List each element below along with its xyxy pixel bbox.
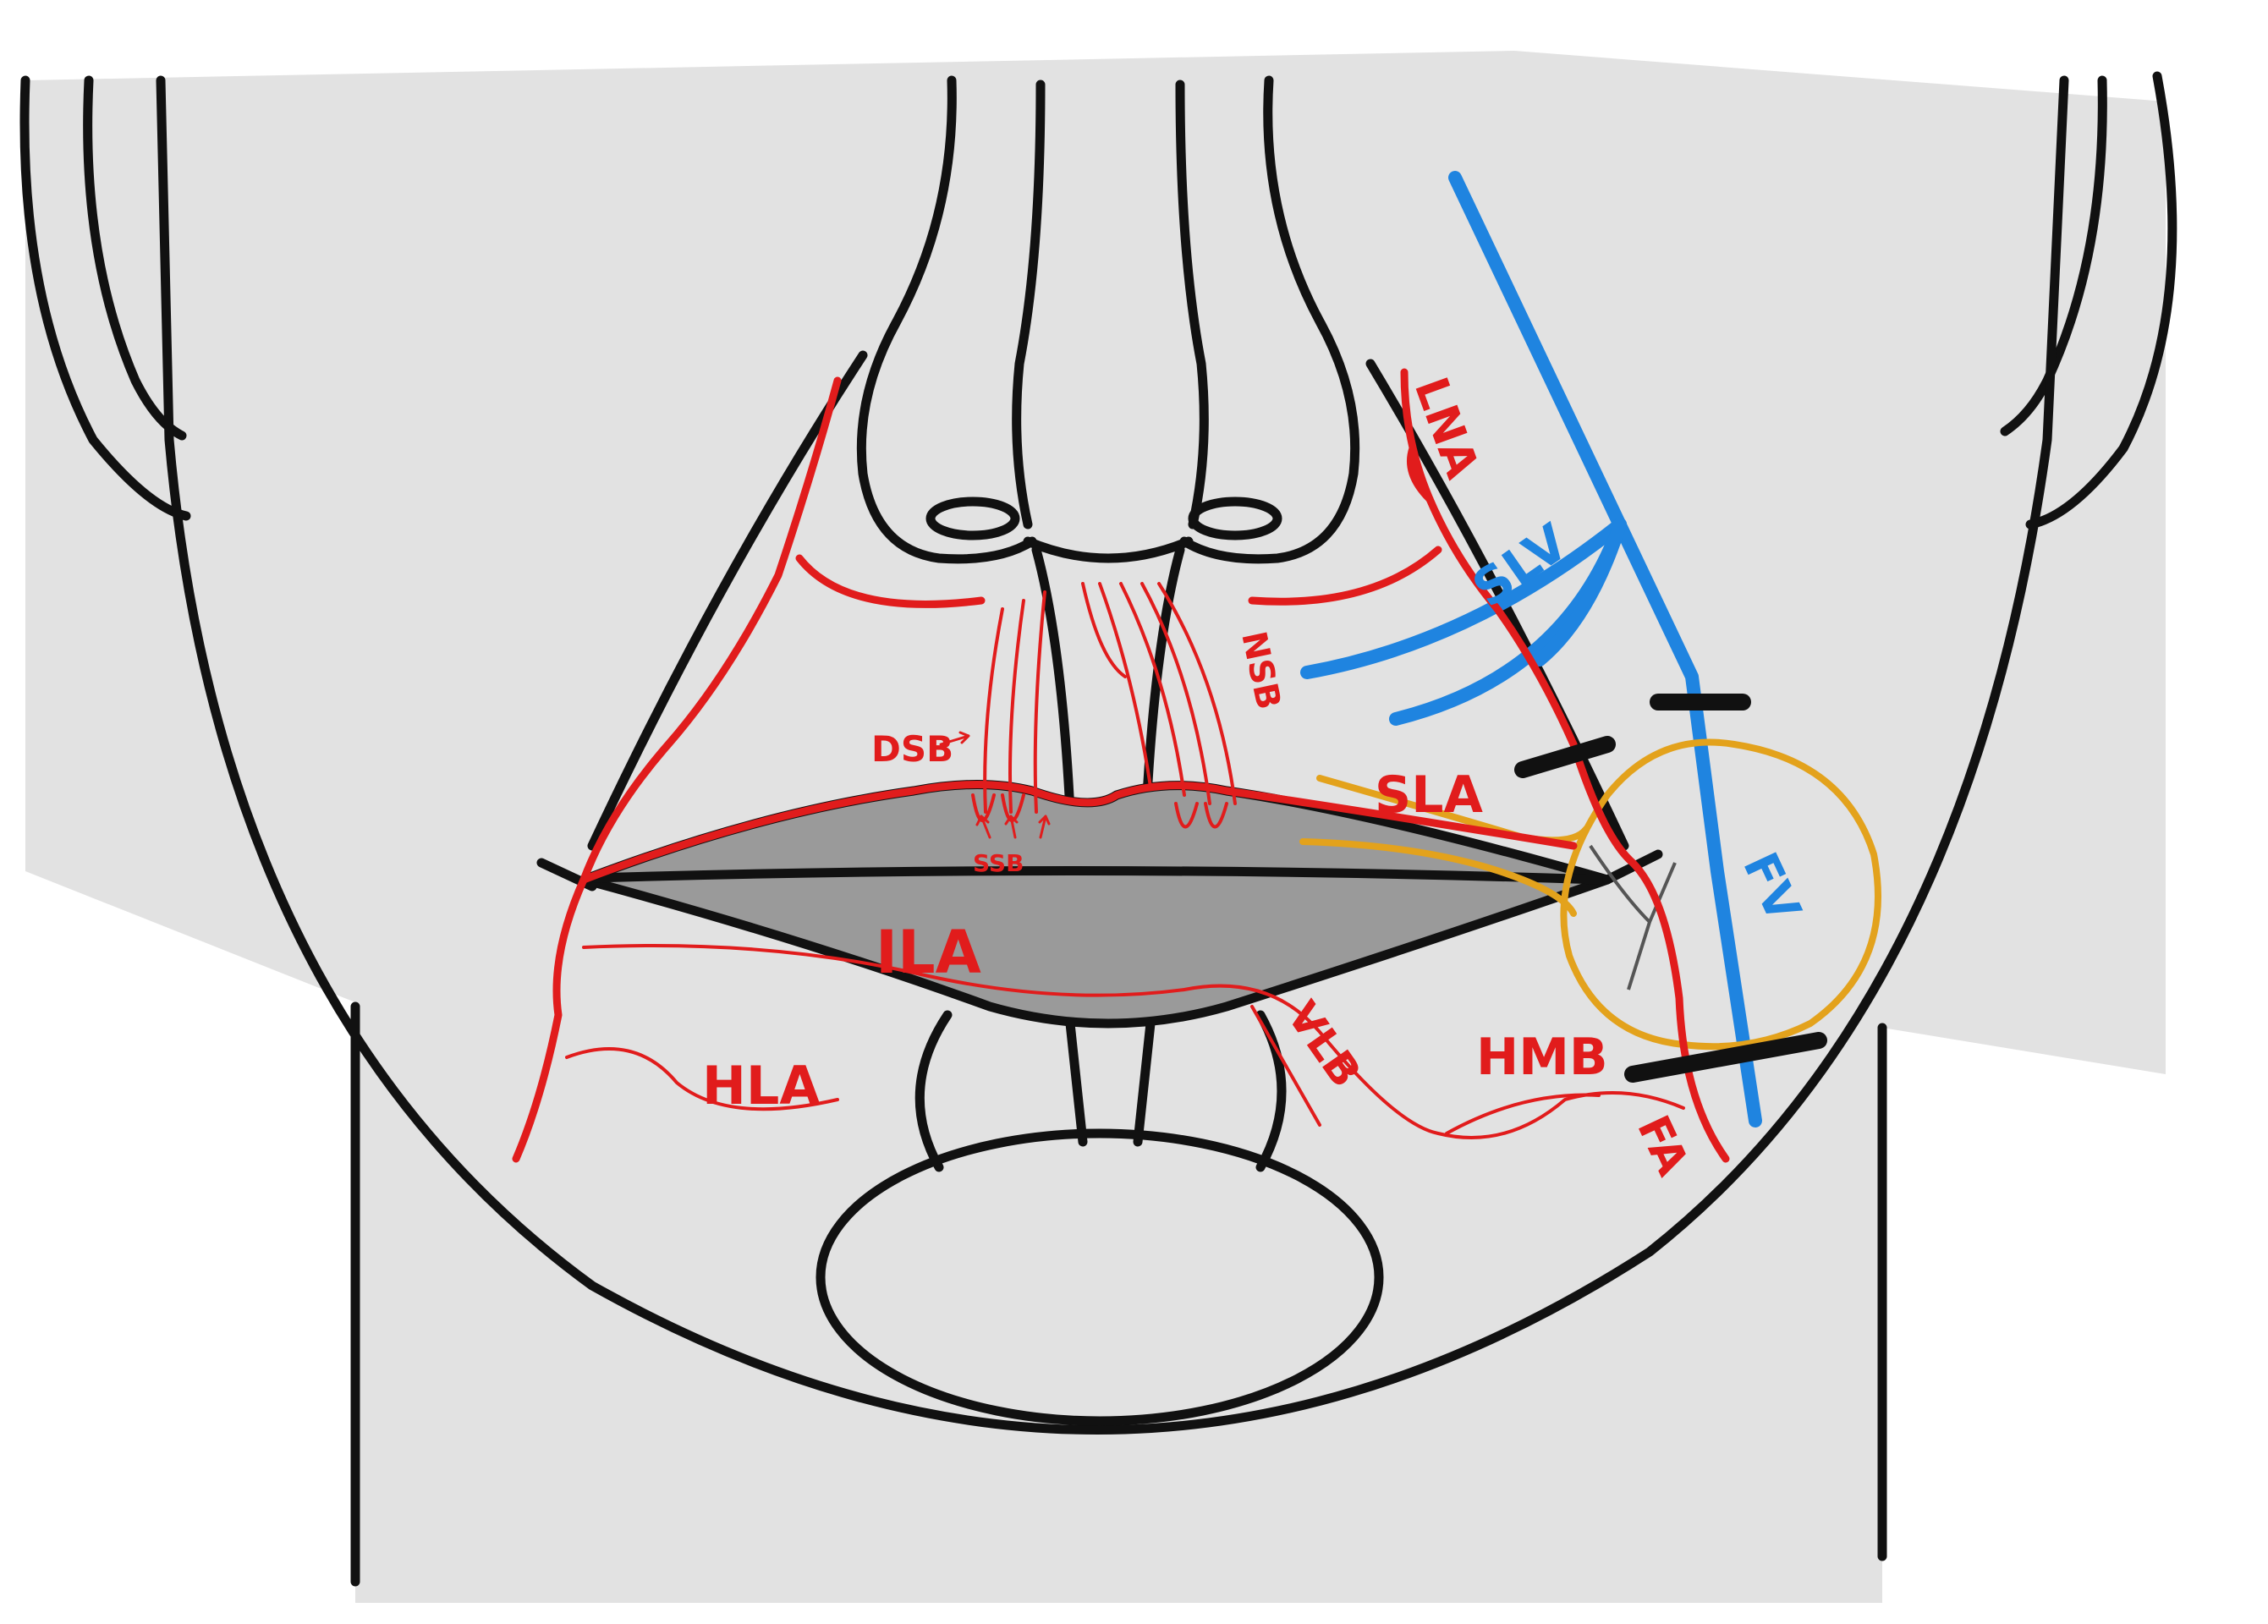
lateral-nasal-artery — [1407, 444, 1434, 503]
superior-labial-vein-branch-3 — [1533, 518, 1627, 667]
nose — [587, 75, 1629, 851]
right-ear-outline — [19, 75, 191, 521]
nose-inner-right — [1012, 80, 1046, 529]
vertical-labial-branch — [1250, 1005, 1321, 1127]
chin-inner-left — [1133, 1018, 1156, 1147]
label-sla: SLA — [1375, 765, 1483, 825]
nose-inner-left — [1175, 80, 1209, 529]
arteries — [512, 368, 1730, 1163]
arrow-icon — [939, 731, 970, 746]
arrow-icon — [1038, 815, 1051, 839]
label-dsb: DSB — [871, 728, 953, 770]
ligature-marks — [1514, 694, 1827, 1083]
label-ila: ILA — [876, 918, 981, 987]
gland-duct-lower — [1299, 838, 1577, 917]
horizontal-mental-branch — [1445, 1093, 1601, 1135]
nasal-septal-branches — [983, 582, 1237, 814]
jaw-outline — [156, 75, 2069, 1435]
superior-labial-artery — [579, 781, 1578, 884]
label-hmb: HMB — [1476, 1028, 1608, 1087]
nasolabial-fold-right — [587, 350, 868, 851]
angular-artery-right — [512, 376, 842, 1163]
left-ear-inner — [2000, 75, 2107, 436]
inferior-labial-artery — [582, 944, 1685, 1139]
ligature-mark-2 — [1514, 736, 1616, 778]
ears — [19, 71, 2177, 529]
columella-right — [1031, 545, 1075, 817]
lateral-nasal-branch — [1248, 546, 1442, 606]
chin-inner-right — [1065, 1018, 1088, 1147]
angular-branch-right — [795, 554, 986, 608]
nose-bridge-left — [1179, 75, 1360, 564]
ligature-mark-3 — [1624, 1032, 1827, 1083]
chin-outer-right — [914, 1010, 953, 1172]
gland-body — [1560, 738, 1881, 1051]
arrow-icon — [975, 815, 991, 839]
left-ear-outline — [2025, 71, 2177, 529]
chin-outer-left — [1255, 1010, 1287, 1172]
ssb-arrows — [939, 731, 1051, 839]
facial-vein — [1300, 171, 1762, 1127]
nose-tip — [1023, 536, 1194, 563]
lip-seam — [587, 865, 1604, 885]
horizontal-labial-artery — [565, 1047, 839, 1111]
label-ssb: SSB — [973, 849, 1024, 877]
nostril-right — [925, 497, 1020, 540]
chin-ellipse — [815, 1128, 1384, 1426]
gland-inner-vessels — [1589, 844, 1677, 990]
label-hla: HLA — [702, 1055, 820, 1116]
chin — [815, 1010, 1384, 1426]
arrow-icon — [1004, 815, 1019, 839]
nostril-left — [1188, 497, 1282, 540]
nose-bridge-right — [856, 75, 1037, 564]
jaw-neck — [156, 75, 2069, 1587]
right-ear-inner — [83, 75, 187, 441]
superior-labial-vein-branch-1 — [1300, 518, 1627, 679]
facial-vein-trunk — [1448, 171, 1762, 1127]
